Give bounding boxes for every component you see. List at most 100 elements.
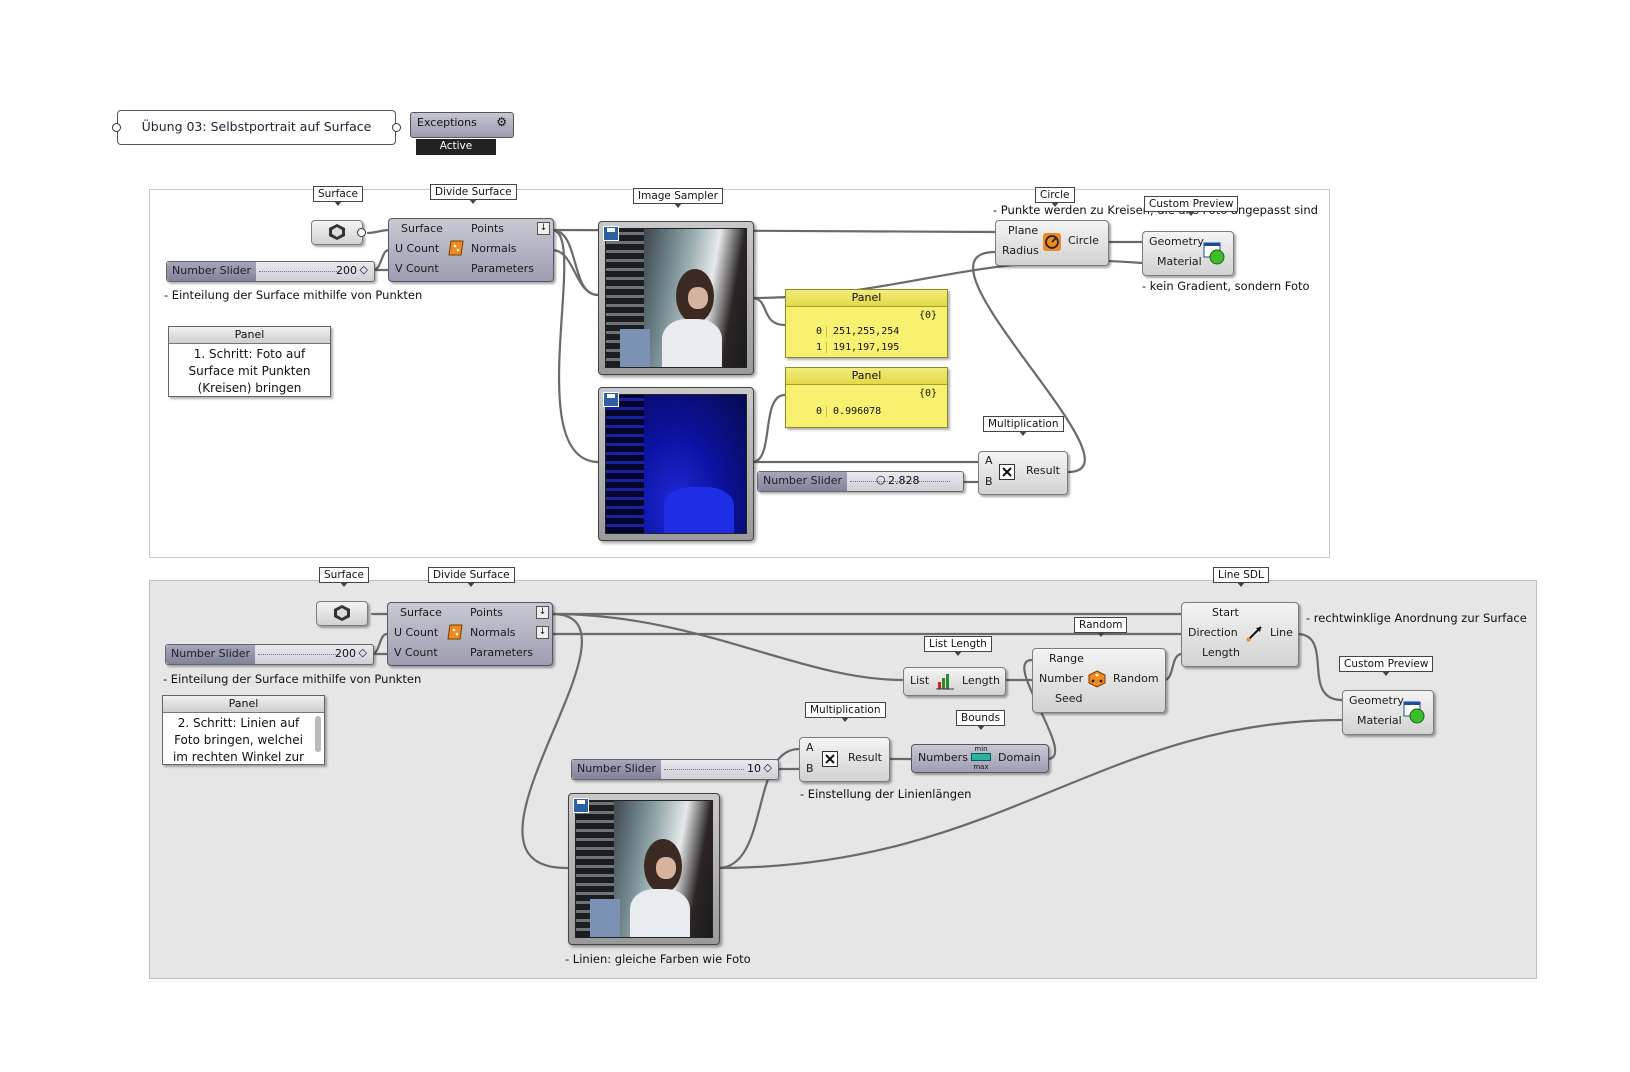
preview-1-material[interactable]: Material — [1157, 255, 1202, 268]
number-slider-1[interactable]: Number Slider 200 ◇ — [166, 261, 375, 282]
line-output[interactable]: Line — [1270, 626, 1293, 639]
title-left-grip[interactable] — [112, 123, 121, 132]
circle-input-radius[interactable]: Radius — [1002, 244, 1039, 257]
mult-1-output[interactable]: Result — [1026, 464, 1060, 477]
divide-surface-component-2[interactable]: Surface U Count V Count Points Normals P… — [387, 602, 553, 666]
number-slider-2[interactable]: Number Slider ○ 2.828 — [757, 471, 964, 492]
line-input-direction[interactable]: Direction — [1188, 626, 1238, 639]
random-output[interactable]: Random — [1113, 672, 1159, 685]
divide-input-surface[interactable]: Surface — [401, 222, 443, 235]
preview-2-geometry[interactable]: Geometry — [1349, 694, 1404, 707]
mult-2-input-b[interactable]: B — [806, 762, 814, 775]
ypanel-1-index-1: 1 — [786, 342, 827, 353]
panel-note-1-header: Panel — [169, 327, 330, 344]
slider-3-handle[interactable]: ◇ — [358, 646, 367, 659]
mult-1-input-b[interactable]: B — [985, 475, 993, 488]
multiplication-1[interactable]: A B Result — [978, 451, 1068, 495]
number-slider-4[interactable]: Number Slider 10 ◇ — [571, 759, 779, 780]
random-input-number[interactable]: Number — [1039, 672, 1084, 685]
custom-preview-tag-1: Custom Preview — [1144, 196, 1239, 216]
circle-tag: Circle — [1035, 187, 1075, 207]
panel-note-2-scrollbar[interactable] — [315, 716, 321, 752]
bounds-component[interactable]: Numbers Domain min max — [911, 744, 1049, 773]
ypanel-2-row-0: 0 0.996078 — [786, 406, 947, 417]
divide2-input-vcount[interactable]: V Count — [394, 646, 438, 659]
surface-out-grip[interactable] — [357, 228, 366, 237]
dice-icon — [1088, 670, 1106, 688]
preview-1-geometry[interactable]: Geometry — [1149, 235, 1204, 248]
image-sampler-tag: Image Sampler — [633, 188, 723, 208]
circle-component[interactable]: Plane Radius Circle — [995, 220, 1109, 266]
mult-1-input-a[interactable]: A — [985, 454, 993, 467]
ypanel-2-value-0: 0.996078 — [833, 406, 882, 417]
line-sdl-component[interactable]: Start Direction Length Line — [1181, 602, 1299, 667]
image-sampler-1[interactable] — [598, 221, 754, 375]
multiplication-tag-1: Multiplication — [983, 416, 1064, 436]
line-input-start[interactable]: Start — [1212, 606, 1239, 619]
divide2-output-parameters[interactable]: Parameters — [470, 646, 533, 659]
divide2-input-ucount[interactable]: U Count — [394, 626, 439, 639]
list-length-component[interactable]: List Length — [903, 667, 1006, 696]
sampled-photo-2 — [575, 800, 713, 938]
image-sampler-2[interactable] — [598, 387, 754, 541]
surface-param[interactable] — [311, 220, 363, 245]
divide2-output-normals[interactable]: Normals — [470, 626, 516, 639]
note-preview-1: - kein Gradient, sondern Foto — [1142, 279, 1310, 293]
listlen-input[interactable]: List — [910, 674, 930, 687]
divide-surface-component[interactable]: Surface U Count V Count Points Normals P… — [388, 218, 554, 282]
divide-surface-tag: Divide Surface — [430, 184, 517, 204]
title-box[interactable]: Übung 03: Selbstportrait auf Surface — [117, 110, 396, 145]
slider-1-label: Number Slider — [167, 262, 257, 281]
surface-tag-2: Surface — [319, 567, 370, 587]
random-component[interactable]: Range Number Seed Random — [1032, 648, 1166, 713]
image-sampler-3[interactable] — [568, 793, 720, 945]
surface-param-2[interactable] — [316, 601, 368, 626]
listlen-output[interactable]: Length — [962, 674, 1000, 687]
custom-preview-2[interactable]: Geometry Material — [1342, 690, 1434, 735]
exceptions-component[interactable]: Exceptions ⚙ — [410, 112, 514, 138]
graft-icon-normals[interactable]: ↓ — [536, 626, 549, 639]
preview-2-material[interactable]: Material — [1357, 714, 1402, 727]
slider-4-track — [664, 769, 744, 771]
multiplication-2[interactable]: A B Result — [799, 737, 890, 782]
line-sdl-tag: Line SDL — [1213, 567, 1269, 587]
divide-output-parameters[interactable]: Parameters — [471, 262, 534, 275]
divide2-input-surface[interactable]: Surface — [400, 606, 442, 619]
divide-input-ucount[interactable]: U Count — [395, 242, 440, 255]
graft-icon[interactable]: ↓ — [536, 606, 549, 619]
panel-note-2[interactable]: Panel 2. Schritt: Linien auf Foto bringe… — [162, 695, 325, 765]
yellow-panel-1[interactable]: Panel {0} 0 251,255,254 1 191,197,195 — [785, 289, 948, 358]
circle-output[interactable]: Circle — [1068, 234, 1099, 247]
circle-input-plane[interactable]: Plane — [1008, 224, 1039, 237]
bounds-icon: min max — [970, 745, 992, 771]
list-length-icon — [936, 674, 954, 690]
yellow-panel-2[interactable]: Panel {0} 0 0.996078 — [785, 367, 948, 428]
note-length: - Einstellung der Linienlängen — [800, 787, 972, 801]
random-input-seed[interactable]: Seed — [1055, 692, 1083, 705]
ypanel-1-header: Panel — [786, 290, 947, 307]
mult-2-input-a[interactable]: A — [806, 741, 814, 754]
line-input-length[interactable]: Length — [1202, 646, 1240, 659]
ypanel-1-value-0: 251,255,254 — [833, 326, 900, 337]
slider-1-handle[interactable]: ◇ — [359, 263, 368, 276]
divide2-output-points[interactable]: Points — [470, 606, 504, 619]
divide-output-points[interactable]: Points — [471, 222, 505, 235]
slider-4-handle[interactable]: ◇ — [763, 761, 772, 774]
note-divide-2: - Einteilung der Surface mithilfe von Pu… — [163, 672, 422, 686]
mult-2-output[interactable]: Result — [848, 751, 882, 764]
custom-preview-1[interactable]: Geometry Material — [1142, 231, 1234, 276]
slider-4-label: Number Slider — [572, 760, 662, 779]
line-icon — [1246, 626, 1262, 642]
random-input-range[interactable]: Range — [1049, 652, 1084, 665]
title-right-grip[interactable] — [392, 123, 401, 132]
graft-icon[interactable]: ↓ — [537, 222, 550, 235]
slider-2-handle[interactable]: ○ — [876, 473, 886, 486]
divide-surface-tag-2: Divide Surface — [428, 567, 515, 587]
bounds-output[interactable]: Domain — [998, 751, 1041, 764]
panel-note-1[interactable]: Panel 1. Schritt: Foto auf Surface mit P… — [168, 326, 331, 397]
number-slider-3[interactable]: Number Slider 200 ◇ — [165, 644, 374, 665]
divide-output-normals[interactable]: Normals — [471, 242, 517, 255]
divide-input-vcount[interactable]: V Count — [395, 262, 439, 275]
bounds-tag: Bounds — [956, 710, 1006, 730]
bounds-input[interactable]: Numbers — [918, 751, 968, 764]
